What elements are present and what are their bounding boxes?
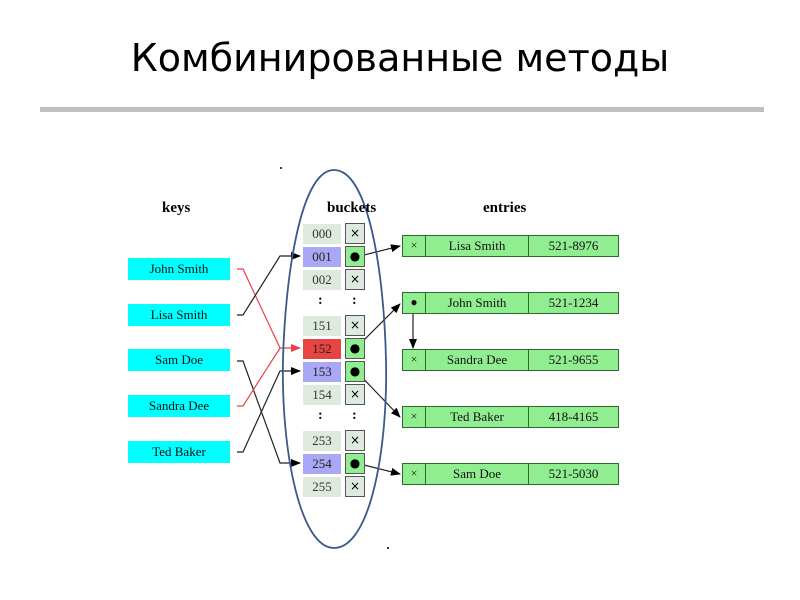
link-john-152 (237, 268, 301, 352)
key-lisa-smith: Lisa Smith (128, 304, 230, 326)
bucket-index: 255 (303, 477, 341, 497)
entry-ted-baker: × Ted Baker 418-4165 (402, 406, 619, 428)
entry-name: Sam Doe (426, 464, 529, 484)
entry-name: Sandra Dee (426, 350, 529, 370)
bucket-pointer-icon: ● (345, 246, 365, 267)
ellipsis: : (318, 293, 323, 308)
bucket-index: 253 (303, 431, 341, 451)
slide-title: Комбинированные методы (130, 36, 670, 80)
link-sandra-152 (237, 347, 281, 407)
bucket-null-icon: × (345, 269, 365, 290)
bucket-index: 151 (303, 316, 341, 336)
key-sam-doe: Sam Doe (128, 349, 230, 371)
bucket-pointer-icon: ● (345, 338, 365, 359)
entries-header: entries (483, 200, 527, 216)
entry-phone: 521-8976 (548, 238, 599, 253)
bucket-null-icon: × (345, 223, 365, 244)
entry-lisa-smith: × Lisa Smith 521-8976 (402, 235, 619, 257)
bucket-null-icon: × (345, 476, 365, 497)
entry-name: Lisa Smith (426, 236, 529, 256)
entry-phone: 418-4165 (548, 409, 599, 424)
entry-sandra-dee: × Sandra Dee 521-9655 (402, 349, 619, 371)
entry-name: Ted Baker (426, 407, 529, 427)
buckets-header: buckets (327, 200, 377, 216)
link-lisa-001 (237, 252, 301, 316)
ellipsis: : (318, 408, 323, 423)
entry-null-icon: × (403, 407, 426, 427)
entry-phone: 521-5030 (548, 466, 599, 481)
key-john-smith: John Smith (128, 258, 230, 280)
bucket-pointer-icon: ● (345, 361, 365, 382)
title-divider (40, 107, 764, 112)
entry-john-smith: ● John Smith 521-1234 (402, 292, 619, 314)
bucket-index: 001 (303, 247, 341, 267)
ellipsis: : (352, 408, 357, 423)
bucket-index: 002 (303, 270, 341, 290)
key-sandra-dee: Sandra Dee (128, 395, 230, 417)
bucket-index: 254 (303, 454, 341, 474)
link-ted-153 (237, 367, 301, 453)
keys-header: keys (162, 200, 191, 216)
link-sam-254 (237, 360, 301, 467)
entry-phone: 521-1234 (548, 295, 599, 310)
entry-pointer-icon: ● (403, 293, 426, 313)
bucket-highlight-ellipse (281, 169, 388, 549)
entry-null-icon: × (403, 236, 426, 256)
bucket-pointer-icon: ● (345, 453, 365, 474)
bucket-index: 154 (303, 385, 341, 405)
bucket-null-icon: × (345, 384, 365, 405)
bucket-index: 000 (303, 224, 341, 244)
entry-phone: 521-9655 (548, 352, 599, 367)
entry-null-icon: × (403, 464, 426, 484)
bucket-null-icon: × (345, 315, 365, 336)
entry-sam-doe: × Sam Doe 521-5030 (402, 463, 619, 485)
key-ted-baker: Ted Baker (128, 441, 230, 463)
bucket-null-icon: × (345, 430, 365, 451)
entry-name: John Smith (426, 293, 529, 313)
bucket-index: 153 (303, 362, 341, 382)
entry-null-icon: × (403, 350, 426, 370)
ellipsis: : (352, 293, 357, 308)
bucket-index: 152 (303, 339, 341, 359)
